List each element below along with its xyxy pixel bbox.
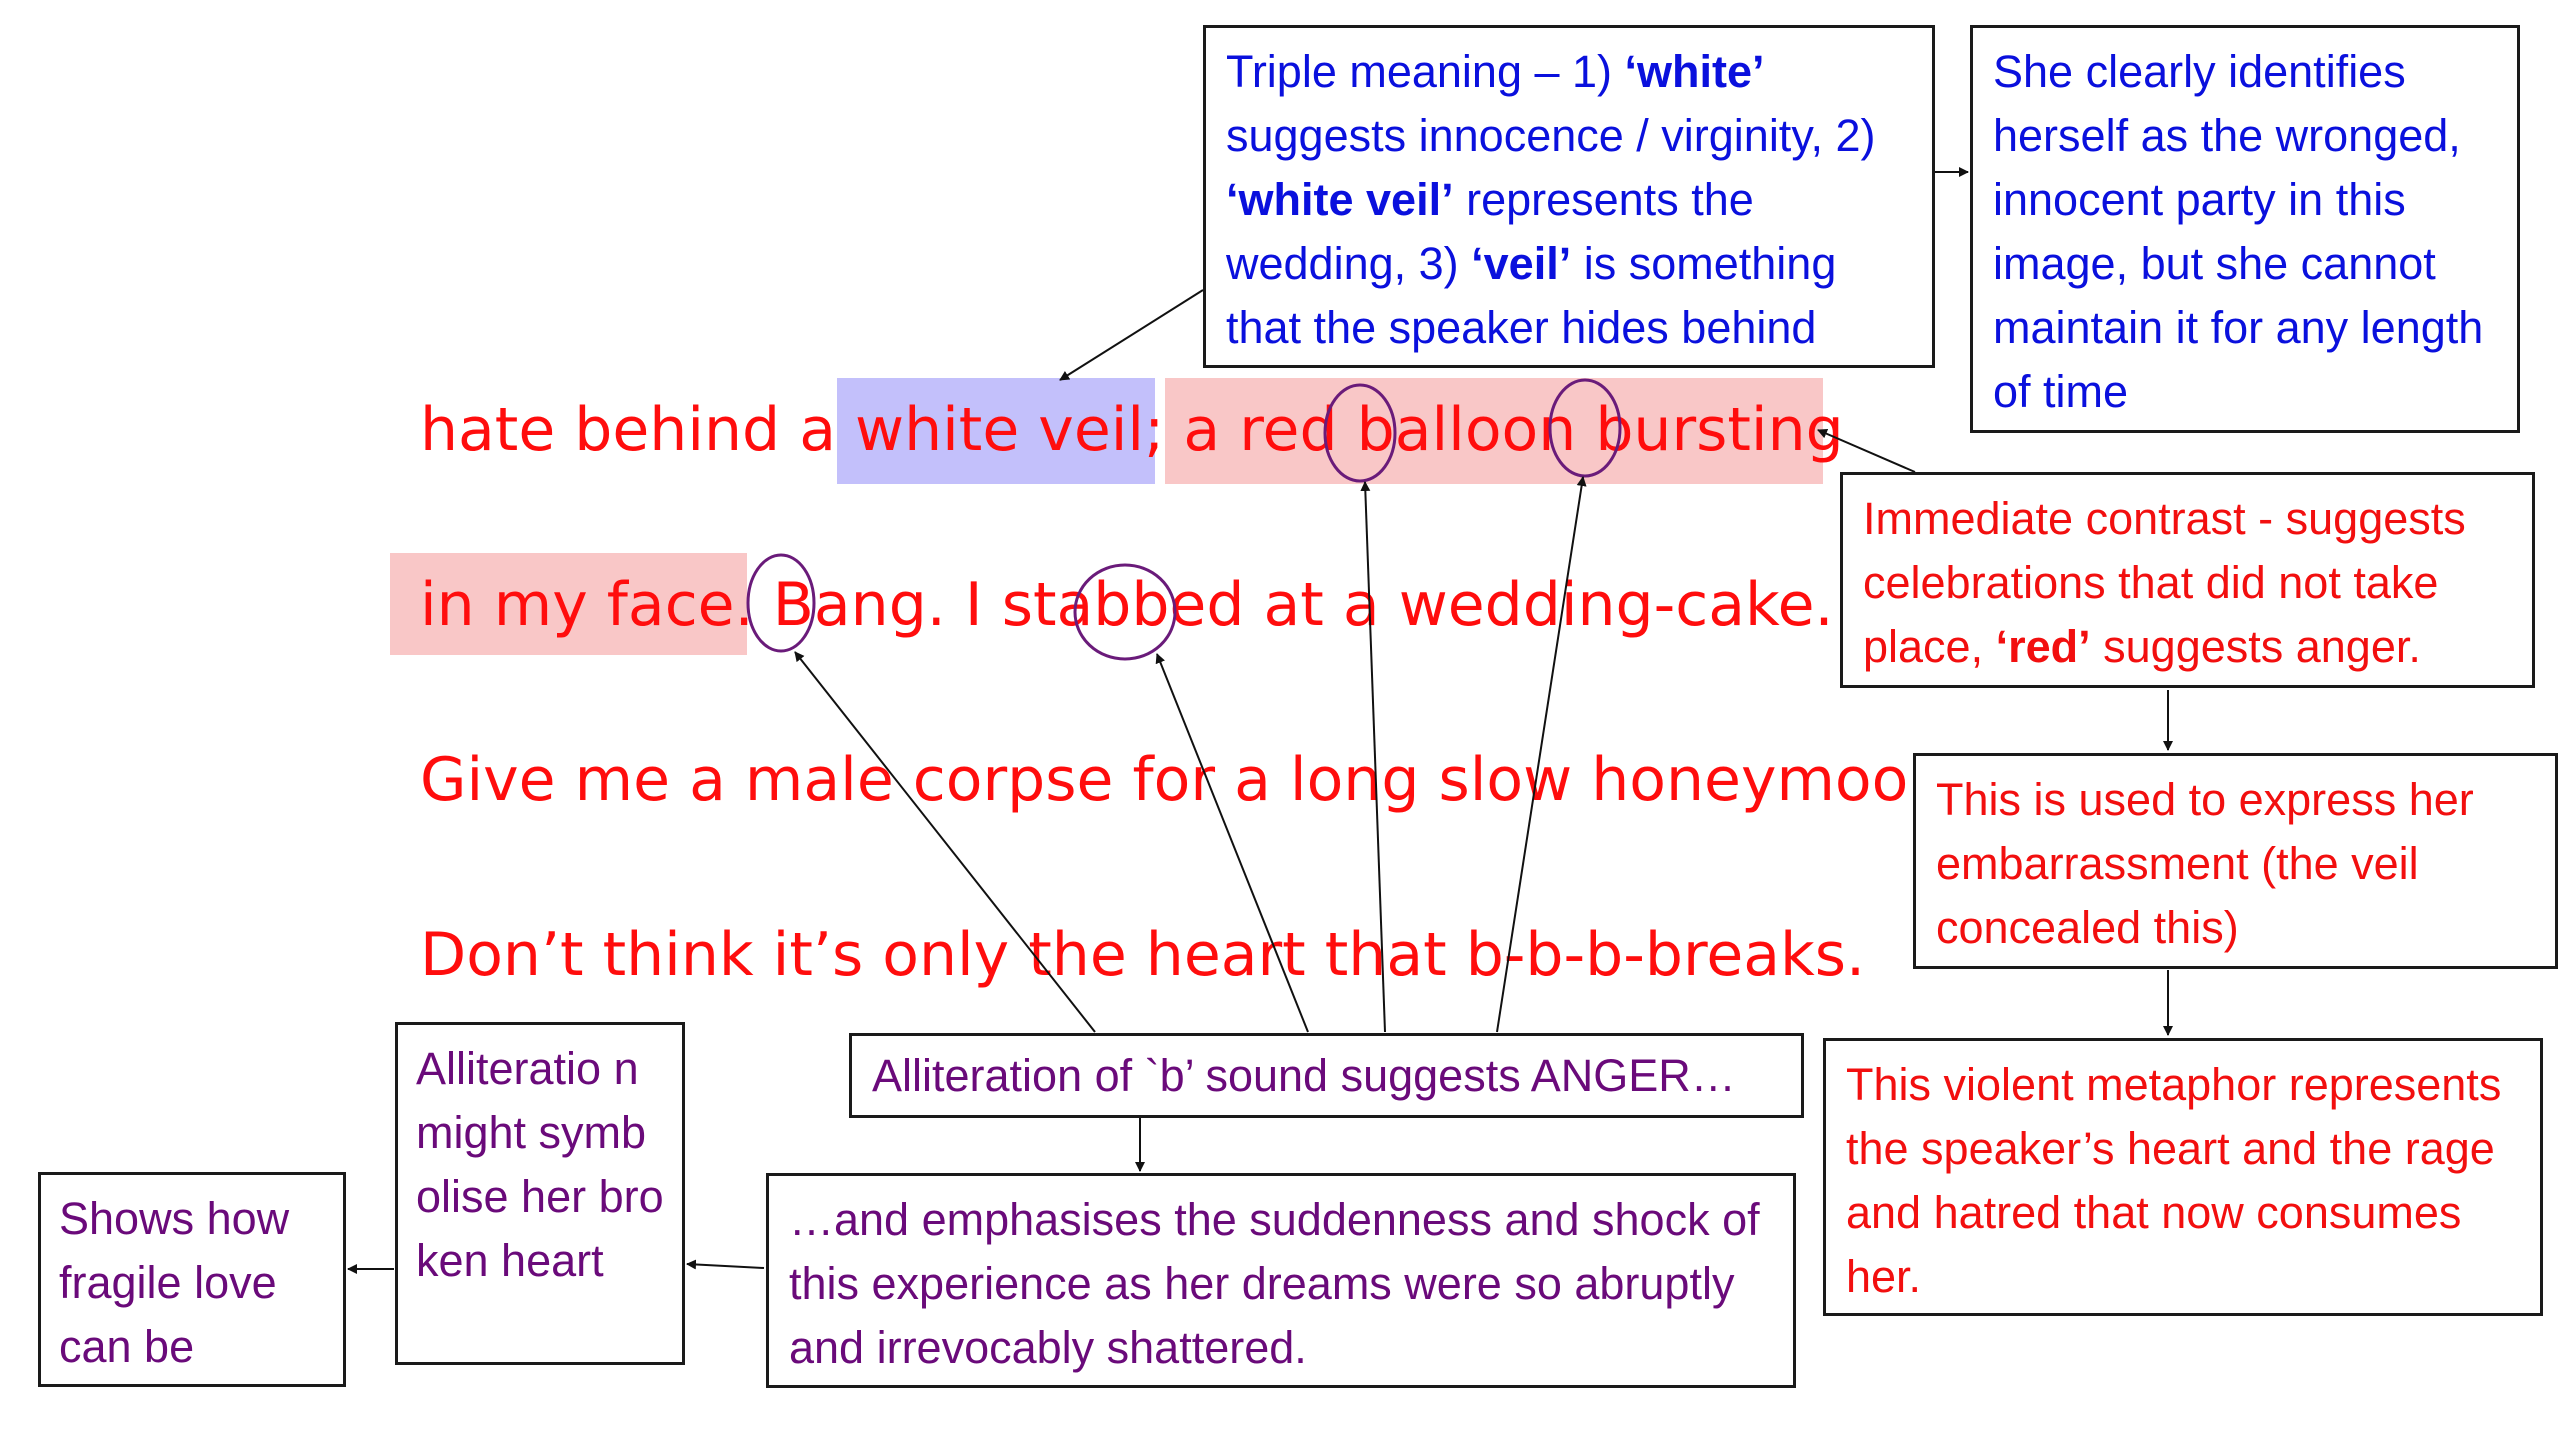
broken-heart-note: Alliteratio n might symbolise her broken… (395, 1022, 685, 1365)
violent-metaphor-note: This violent metaphor represents the spe… (1823, 1038, 2543, 1316)
triple-text-c: suggests innocence / virginity, 2) (1226, 110, 1876, 161)
triple-text-g: is something that the speaker hides behi… (1226, 238, 1837, 353)
wronged-text: She clearly identifies herself as the wr… (1993, 46, 2484, 417)
poem-line-3: Give me a male corpse for a long slow ho… (420, 745, 1966, 815)
embarrassment-text: This is used to express her embarrassmen… (1936, 774, 2474, 953)
broken-heart-text: Alliteratio n might symbolise her broken… (416, 1043, 664, 1286)
poem-line-1: hate behind a white veil; a red balloon … (420, 395, 1844, 465)
poem-line-4: Don’t think it’s only the heart that b-b… (420, 920, 1866, 990)
suddenness-note: …and emphasises the suddenness and shock… (766, 1173, 1796, 1388)
triple-text-veil: ‘veil’ (1471, 238, 1572, 289)
triple-text-e: represents the wedding, 3) (1226, 174, 1754, 289)
arrow-triple-to-veil (1059, 289, 1204, 381)
contrast-text-c: suggests anger. (2090, 621, 2421, 672)
immediate-contrast-note: Immediate contrast - suggests celebratio… (1840, 472, 2535, 688)
contrast-text-red: ‘red’ (1995, 621, 2091, 672)
poem-line-2: in my face. Bang. I stabbed at a wedding… (420, 570, 1834, 640)
triple-text-white-veil: ‘white veil’ (1226, 174, 1454, 225)
alliteration-anger-text: Alliteration of `b’ sound suggests ANGER… (872, 1050, 1736, 1101)
metaphor-text: This violent metaphor represents the spe… (1846, 1059, 2502, 1302)
triple-text-a: Triple meaning – 1) (1226, 46, 1625, 97)
triple-meaning-note: Triple meaning – 1) ‘white’ suggests inn… (1203, 25, 1935, 368)
fragile-text: Shows how fragile love can be (59, 1193, 290, 1372)
red-balloon-highlight (1165, 378, 1823, 484)
embarrassment-note: This is used to express her embarrassmen… (1913, 753, 2558, 969)
alliteration-anger-note: Alliteration of `b’ sound suggests ANGER… (849, 1033, 1804, 1118)
contrast-text-a: Immediate contrast - suggests celebratio… (1863, 493, 2466, 672)
white-veil-highlight (837, 378, 1155, 484)
in-my-face-highlight (390, 553, 747, 655)
wronged-party-note: She clearly identifies herself as the wr… (1970, 25, 2520, 433)
suddenness-text: …and emphasises the suddenness and shock… (789, 1194, 1760, 1373)
triple-text-white: ‘white’ (1624, 46, 1765, 97)
arrow-suddenness-to-broken-heart (686, 1259, 765, 1270)
fragile-love-note: Shows how fragile love can be (38, 1172, 346, 1387)
